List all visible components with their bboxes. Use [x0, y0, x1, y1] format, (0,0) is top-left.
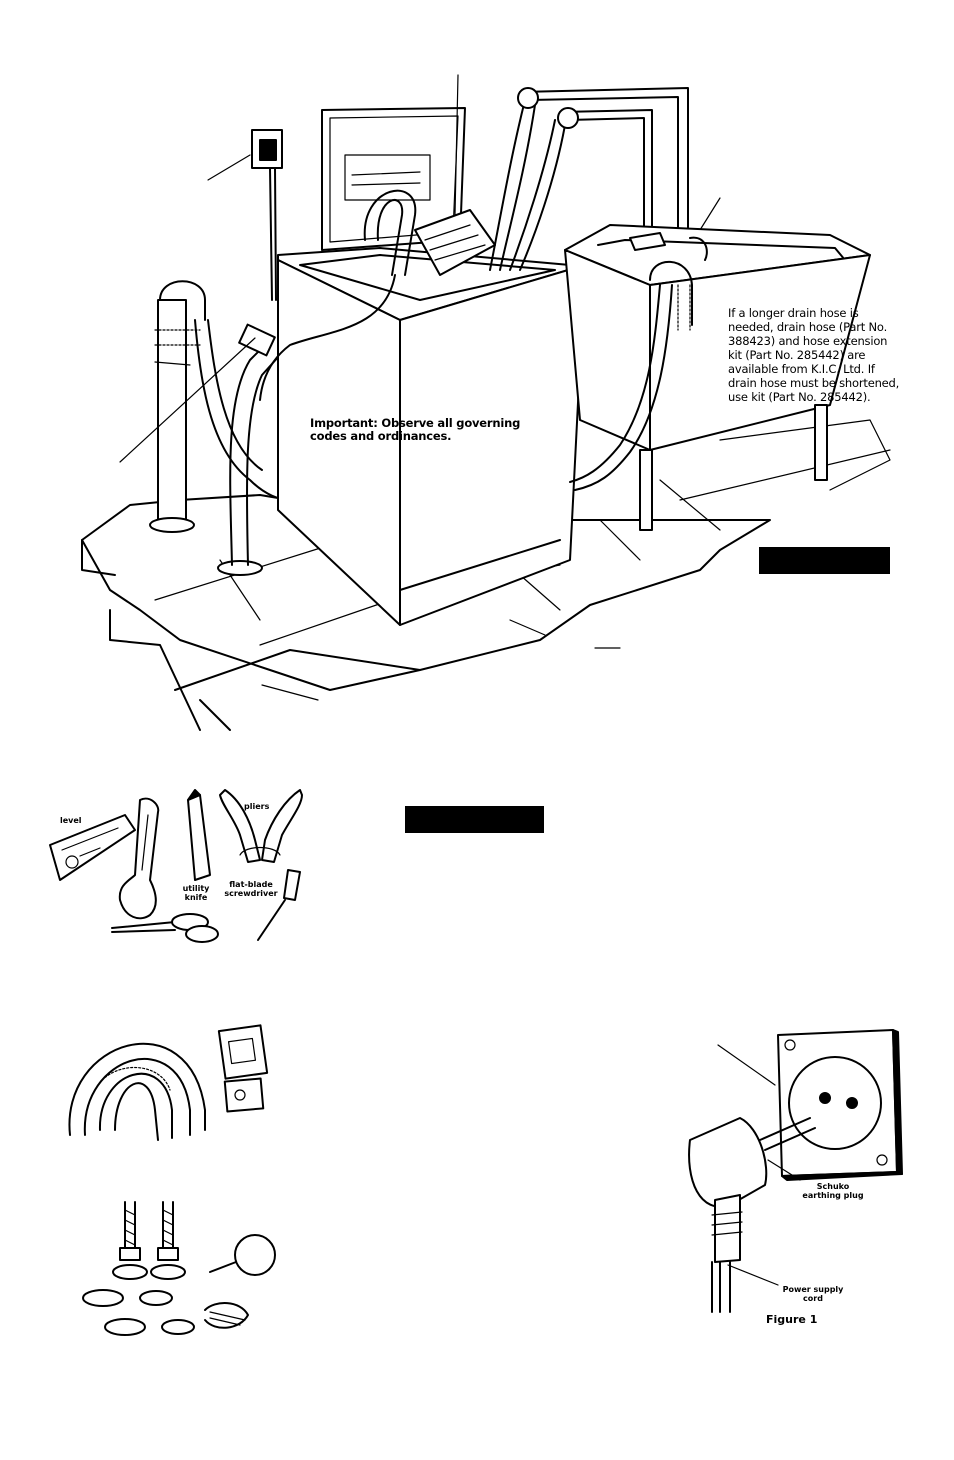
redacted-label-bar-mid — [405, 806, 544, 833]
label-flat-blade-screwdriver: flat-blade screwdriver — [224, 880, 278, 898]
pliers-tool — [219, 789, 303, 863]
water-pipes — [517, 87, 721, 231]
scissors-tool — [111, 913, 219, 943]
hose-clamp-ring — [209, 1234, 276, 1276]
figure1-leaders — [717, 1044, 801, 1286]
standpipe — [149, 280, 291, 533]
rubber-washers — [82, 1289, 249, 1336]
schuko-plug-label: Schuko earthing plug — [802, 1182, 864, 1200]
utility-knife-tool — [187, 789, 211, 881]
wall-socket-illustration — [207, 129, 283, 301]
drain-hose-note: If a longer drain hose is needed, drain … — [728, 306, 900, 404]
schuko-plug — [688, 1117, 816, 1313]
literature-pack — [217, 1024, 269, 1113]
leveling-feet — [112, 1201, 186, 1280]
drain-hose-part — [68, 1042, 206, 1141]
level-tool — [49, 814, 136, 881]
figure1-caption: Figure 1 — [766, 1313, 818, 1326]
redacted-label-bar-top — [759, 547, 890, 574]
screwdriver-tool — [257, 869, 301, 941]
label-utility-knife: utility knife — [182, 884, 210, 902]
laundry-tub — [564, 224, 871, 531]
wrench-tool — [118, 797, 160, 920]
label-pliers: pliers — [244, 802, 270, 811]
washer-cabinet — [259, 74, 586, 626]
power-cord-label: Power supply cord — [782, 1285, 844, 1303]
floor-drain — [217, 323, 281, 576]
important-note: Important: Observe all governing codes a… — [310, 416, 521, 443]
label-level: level — [60, 816, 82, 825]
wall-socket — [777, 1029, 903, 1181]
leader-lines — [119, 337, 621, 701]
